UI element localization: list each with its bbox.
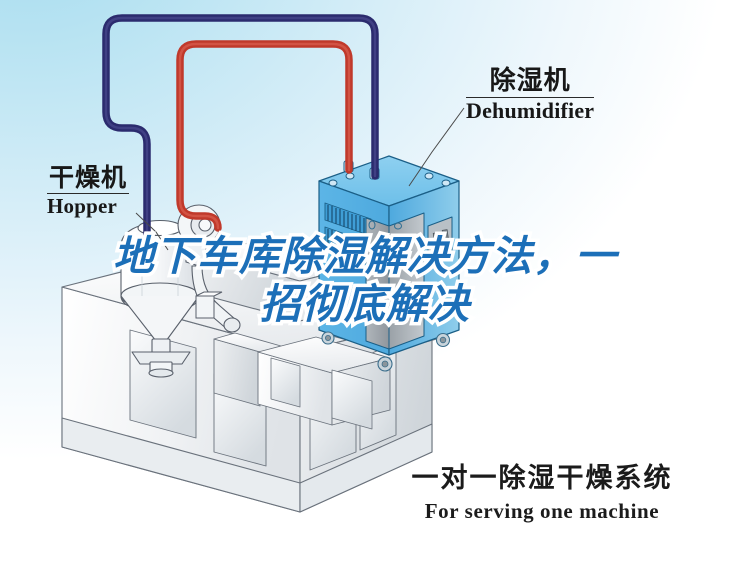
system-caption-en: For serving one machine — [424, 499, 660, 523]
hot-air-supply-pipe-highlight — [178, 42, 351, 230]
dehumidifier-leader-line — [408, 107, 465, 187]
callout-hopper-en: Hopper — [47, 194, 118, 218]
callout-dehumidifier-rule — [466, 97, 595, 99]
system-caption-cn: 一对一除湿干燥系统 — [411, 463, 673, 494]
vent-grille-lower — [324, 226, 372, 261]
return-air-pipe — [102, 14, 379, 252]
dehumidifier-unit — [318, 155, 460, 372]
callout-dehumidifier: 除湿机 Dehumidifier — [466, 66, 595, 124]
caster-wheels — [321, 331, 451, 372]
callout-hopper-rule — [47, 193, 130, 194]
headline-line-2: 招彻底解决 — [257, 277, 473, 331]
hopper-bracket — [195, 291, 223, 319]
hopper-leader-line — [135, 212, 169, 251]
callout-hopper-cn: 干燥机 — [49, 163, 128, 192]
callout-hopper: 干燥机 Hopper — [47, 163, 130, 218]
vent-grille-upper — [324, 202, 372, 237]
hopper-dryer-unit — [120, 219, 200, 378]
headline-overlay: 地下车库除湿解决方法，一 招彻底解决 — [50, 229, 680, 331]
headline-line-1: 地下车库除湿解决方法，一 — [110, 229, 620, 283]
return-air-pipe-highlight — [104, 16, 377, 250]
callout-dehumidifier-en: Dehumidifier — [466, 98, 595, 124]
callout-dehumidifier-cn: 除湿机 — [489, 66, 571, 96]
system-caption: 一对一除湿干燥系统 For serving one machine — [396, 456, 688, 524]
